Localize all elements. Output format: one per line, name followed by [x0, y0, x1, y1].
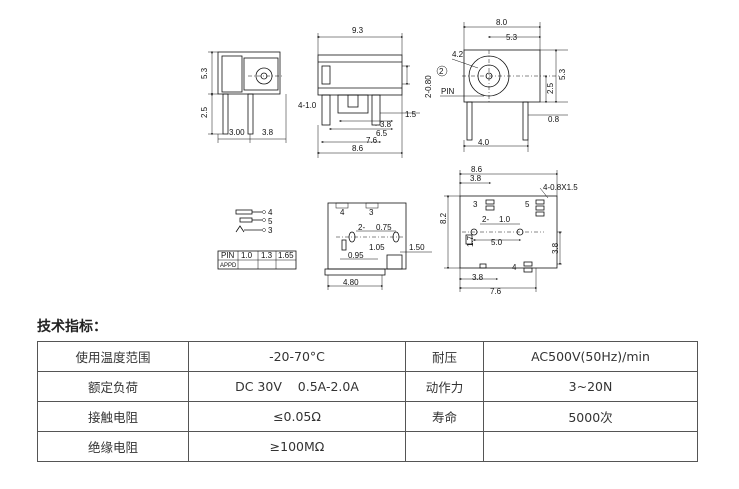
pcb-dim-g: 3.8: [551, 242, 560, 254]
pin-label-4: 4: [268, 208, 273, 217]
spec-label: [405, 431, 484, 462]
pcb-dim-i: 7.6: [490, 287, 502, 296]
spec-value: 3~20N: [483, 371, 698, 402]
pin-table-h2: 1.3: [261, 251, 273, 260]
end-view: 8.0 5.3 4.2 2 PIN 5.3 2.5 0.8 4.0: [436, 18, 568, 152]
end-dim-c: 4.2: [452, 50, 464, 59]
spec-table: 使用温度范围 -20-70°C 耐压 AC500V(50Hz)/min 额定负荷…: [37, 341, 698, 462]
side-view: 5.3 2.5 3.00 3.8: [200, 50, 287, 143]
side-dim-a: 3.00: [229, 128, 245, 137]
section-title: 技术指标：: [37, 319, 107, 335]
end-dim-f: 0.8: [548, 115, 560, 124]
pin-table-h3: 1.65: [278, 251, 294, 260]
pcb-dim-d: 1.0: [499, 215, 511, 224]
bottom-dim-e: 0.95: [348, 251, 364, 260]
front-dim-length: 9.3: [352, 26, 364, 35]
pin-label-5: 5: [268, 217, 273, 226]
end-dim-width: 8.0: [496, 18, 508, 27]
table-row: 使用温度范围 -20-70°C 耐压 AC500V(50Hz)/min: [37, 341, 698, 372]
spec-value: [483, 431, 698, 462]
pcb-pin-3: 3: [473, 200, 478, 209]
spec-label: 使用温度范围: [37, 341, 189, 372]
bottom-pin-4: 4: [340, 208, 345, 217]
pcb-dim-width: 8.6: [471, 165, 483, 174]
table-row: 接触电阻 ≤0.05Ω 寿命 5000次: [37, 401, 698, 432]
pcb-dim-height: 8.2: [439, 212, 448, 224]
spec-label: 绝缘电阻: [37, 431, 189, 462]
pin-table-h1: 1.0: [241, 251, 253, 260]
spec-value: ≥100MΩ: [188, 431, 406, 462]
side-dim-height: 5.3: [200, 67, 209, 79]
pcb-dim-slot: 4-0.8X1.5: [543, 183, 578, 192]
front-dim-slot: 2-0.80: [424, 75, 433, 98]
spec-label: 接触电阻: [37, 401, 189, 432]
pcb-dim-c: 2-: [482, 215, 489, 224]
end-callout: 2: [439, 67, 444, 76]
end-dim-e: 2.5: [546, 82, 555, 94]
pcb-dim-b: 3.8: [470, 174, 482, 183]
spec-value: 5000次: [483, 401, 698, 432]
side-dim-pin: 2.5: [200, 106, 209, 118]
spec-value: DC 30V 0.5A-2.0A: [188, 371, 406, 402]
table-row: 绝缘电阻 ≥100MΩ: [37, 431, 698, 462]
front-dim-h: 8.6: [352, 144, 364, 153]
front-view: 9.3 2-0.80 4-1.0 1.5 3.8 6.5 7.6 8.6: [298, 26, 433, 158]
pcb-dim-h: 3.8: [472, 273, 484, 282]
spec-value: -20-70°C: [188, 341, 406, 372]
bottom-pin-3: 3: [369, 208, 374, 217]
pin-table-h0: PIN: [221, 251, 235, 260]
end-dim-g: 4.0: [478, 138, 490, 147]
side-dim-b: 3.8: [262, 128, 274, 137]
table-row: 额定负荷 DC 30V 0.5A-2.0A 动作力 3~20N: [37, 371, 698, 402]
technical-drawing: 5.3 2.5 3.00 3.8 9.3 2-0.80 4-1.0 1.5 3.…: [200, 18, 578, 296]
front-dim-f: 6.5: [376, 129, 388, 138]
bottom-dim-c: 1.05: [369, 243, 385, 252]
spec-label: 动作力: [405, 371, 484, 402]
bottom-dim-a: 2-: [358, 223, 365, 232]
pcb-pin-5: 5: [525, 200, 530, 209]
front-dim-d: 1.5: [405, 110, 417, 119]
pcb-layout: 8.6 3.8 4-0.8X1.5 3 5 2- 1.0 1.7 5.0 8.2…: [439, 165, 578, 296]
front-dim-g: 7.6: [366, 136, 378, 145]
bottom-dim-f: 4.80: [343, 278, 359, 287]
pcb-dim-f: 5.0: [491, 238, 503, 247]
spec-label: 额定负荷: [37, 371, 189, 402]
pin-table-row: APPD: [220, 263, 237, 269]
pcb-pin-4: 4: [512, 263, 517, 272]
spec-value: AC500V(50Hz)/min: [483, 341, 698, 372]
bottom-dim-d: 1.50: [409, 243, 425, 252]
pcb-dim-e: 1.7: [466, 235, 475, 247]
spec-label: 寿命: [405, 401, 484, 432]
pin-legend: 4 5 3 PIN 1.0 1.3 1.65 APPD: [217, 208, 297, 270]
spec-label: 耐压: [405, 341, 484, 372]
end-pin-label: PIN: [441, 87, 455, 96]
bottom-view: 4 3 2- 0.75 1.05 1.50 0.95 4.80: [324, 202, 432, 290]
end-dim-d: 5.3: [558, 68, 567, 80]
spec-value: ≤0.05Ω: [188, 401, 406, 432]
front-dim-pins: 4-1.0: [298, 101, 317, 110]
pin-label-3: 3: [268, 226, 273, 235]
end-dim-b: 5.3: [506, 33, 518, 42]
bottom-dim-b: 0.75: [376, 223, 392, 232]
front-dim-e: 3.8: [380, 120, 392, 129]
